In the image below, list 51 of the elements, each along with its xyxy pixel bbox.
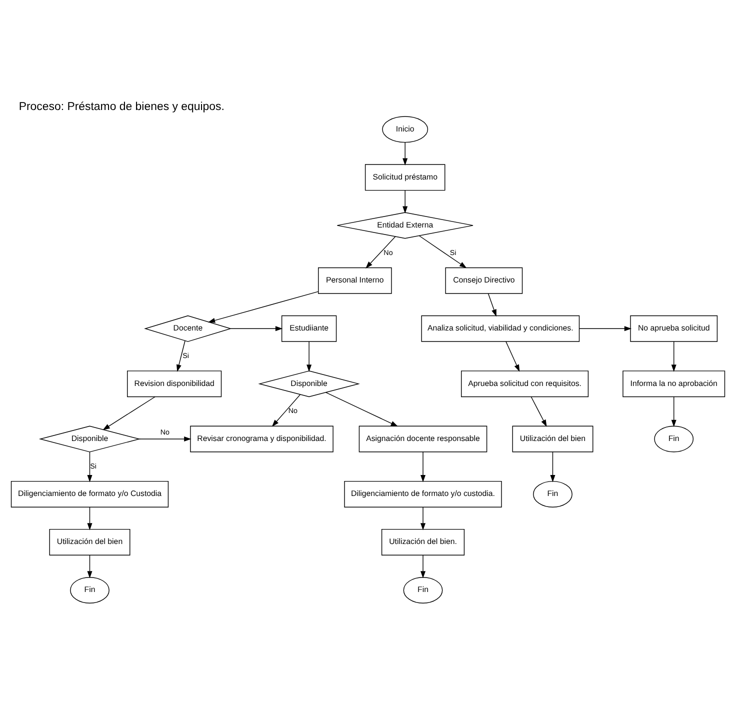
arrow — [176, 340, 186, 372]
node-box: Utilización del bien — [49, 528, 130, 556]
node-box: Diligenciamiento de formato y/o custodia. — [344, 480, 502, 508]
node-ellipse: Fin — [654, 426, 694, 452]
node-ellipse: Fin — [70, 576, 110, 604]
arrow — [671, 396, 676, 428]
node-ellipse: Fin — [533, 480, 572, 508]
node-box: Analiza solicitud, viabilidad y condiciones. — [421, 315, 580, 342]
arrow — [402, 142, 408, 166]
arrow — [578, 326, 632, 332]
node-box: Utilización del bien. — [381, 528, 465, 556]
arrow — [326, 392, 398, 426]
node-box: Revisar cronograma y disponibilidad. — [190, 426, 334, 452]
node-box: Consejo Directivo — [445, 267, 523, 294]
node-ellipse: Inicio — [382, 116, 428, 143]
node-diamond: Entidad Externa — [336, 212, 474, 239]
node-box: Asignación docente responsable — [358, 426, 488, 452]
arrow — [402, 190, 408, 214]
arrow — [420, 554, 426, 578]
node-box: Informa la no aprobación — [622, 370, 726, 398]
arrow — [530, 396, 547, 427]
arrow — [87, 554, 92, 578]
node-box: Aprueba solicitud con requisitos. — [461, 370, 589, 398]
node-box: Solicitud préstamo — [364, 164, 446, 191]
node-diamond: Docente — [144, 315, 232, 342]
node-box: Diligenciamiento de formato y/o Custodia — [10, 480, 169, 508]
node-box: Personal Interno — [318, 267, 392, 294]
node-ellipse: Fin — [403, 576, 443, 604]
arrow — [418, 235, 467, 268]
arrow — [306, 341, 312, 372]
arrow — [102, 396, 156, 430]
arrow — [366, 236, 396, 268]
node-box: Revision disponibilidad — [127, 370, 222, 398]
arrow — [420, 452, 426, 482]
arrow — [506, 341, 520, 372]
arrow — [420, 506, 426, 530]
diagram-title: Proceso: Préstamo de bienes y equipos. — [18, 100, 224, 113]
arrow — [230, 326, 283, 332]
arrow — [87, 452, 92, 482]
arrow — [488, 293, 496, 317]
node-diamond: Disponible — [258, 370, 360, 398]
arrow — [138, 436, 192, 442]
arrow — [671, 341, 676, 372]
node-box: Utilización del bien — [512, 426, 594, 452]
node-box: No aprueba solicitud — [630, 315, 718, 342]
node-diamond: Disponible — [38, 426, 141, 452]
arrow — [272, 394, 301, 427]
arrow — [87, 506, 92, 530]
arrow — [208, 291, 319, 323]
arrow — [550, 452, 556, 482]
node-box: Estudiiante — [281, 315, 337, 342]
